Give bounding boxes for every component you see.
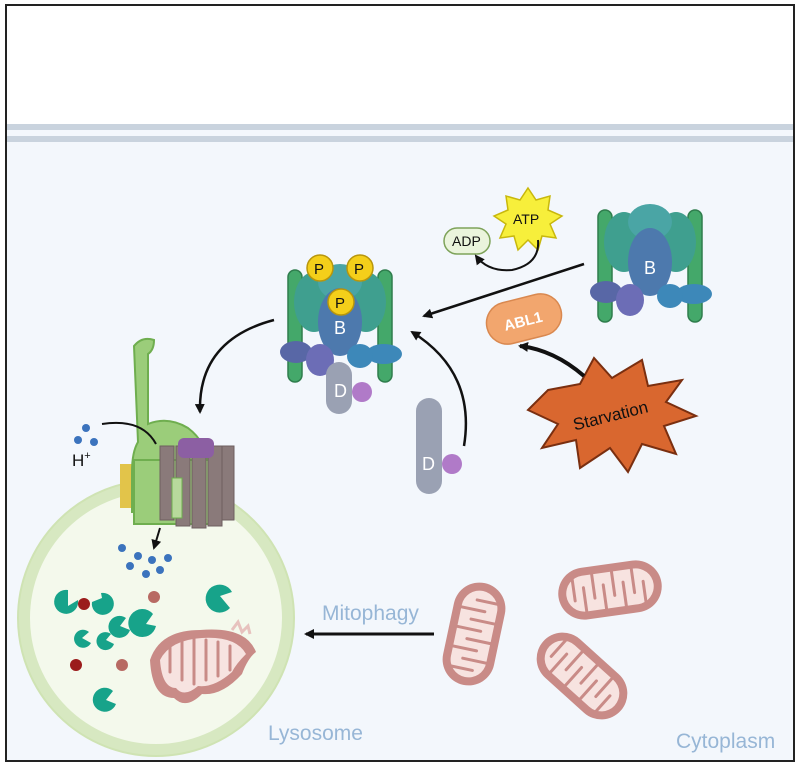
lysosome-label: Lysosome [268,722,363,745]
proton-label: H+ [72,424,98,470]
lysosomal-particles [70,591,160,671]
free-subunit-d: D [416,398,462,494]
svg-text:ADP: ADP [452,233,481,249]
atp-hydrolysis-arrow [474,239,540,272]
svg-text:P: P [314,261,324,278]
svg-text:H+: H+ [72,450,91,470]
svg-text:P: P [354,261,364,278]
proton-uptake-line [101,421,157,445]
lysosome [17,479,295,757]
plasma-membrane-line-bottom [7,136,793,142]
starvation-burst: Starvation [526,356,699,474]
starvation-activates-abl1-arrow [518,341,586,378]
cytoplasm-label: Cytoplasm [676,730,775,753]
svg-text:P: P [335,295,345,312]
lysosomal-v-atpase [120,337,235,529]
adp-badge: ADP [443,227,491,255]
v1-assembly-arrow [194,318,275,414]
subunit-b-label-right: B [644,258,656,278]
lysosomal-protons [118,544,172,578]
proton-pump-arrow [151,527,162,550]
lysosomal-hydrolases [54,584,232,712]
degrading-mitochondrion [150,618,256,704]
v1-complex-right: B [589,203,713,323]
subunit-d-label: D [334,381,347,401]
phosphorylated-v1-complex: D B [279,263,403,414]
subunit-b-label: B [334,318,346,338]
phosphorylation-arrow [422,262,585,319]
svg-text:D: D [422,454,435,474]
svg-text:ATP: ATP [513,211,539,227]
subunit-d-binding-arrow [410,330,468,447]
plasma-membrane-line-top [7,124,793,130]
atp-burst: ATP [492,186,564,252]
abl1-protein: ABL1 [485,293,563,345]
mitophagy-label: Mitophagy [322,602,419,625]
phospho-groups: P P P [306,254,374,316]
